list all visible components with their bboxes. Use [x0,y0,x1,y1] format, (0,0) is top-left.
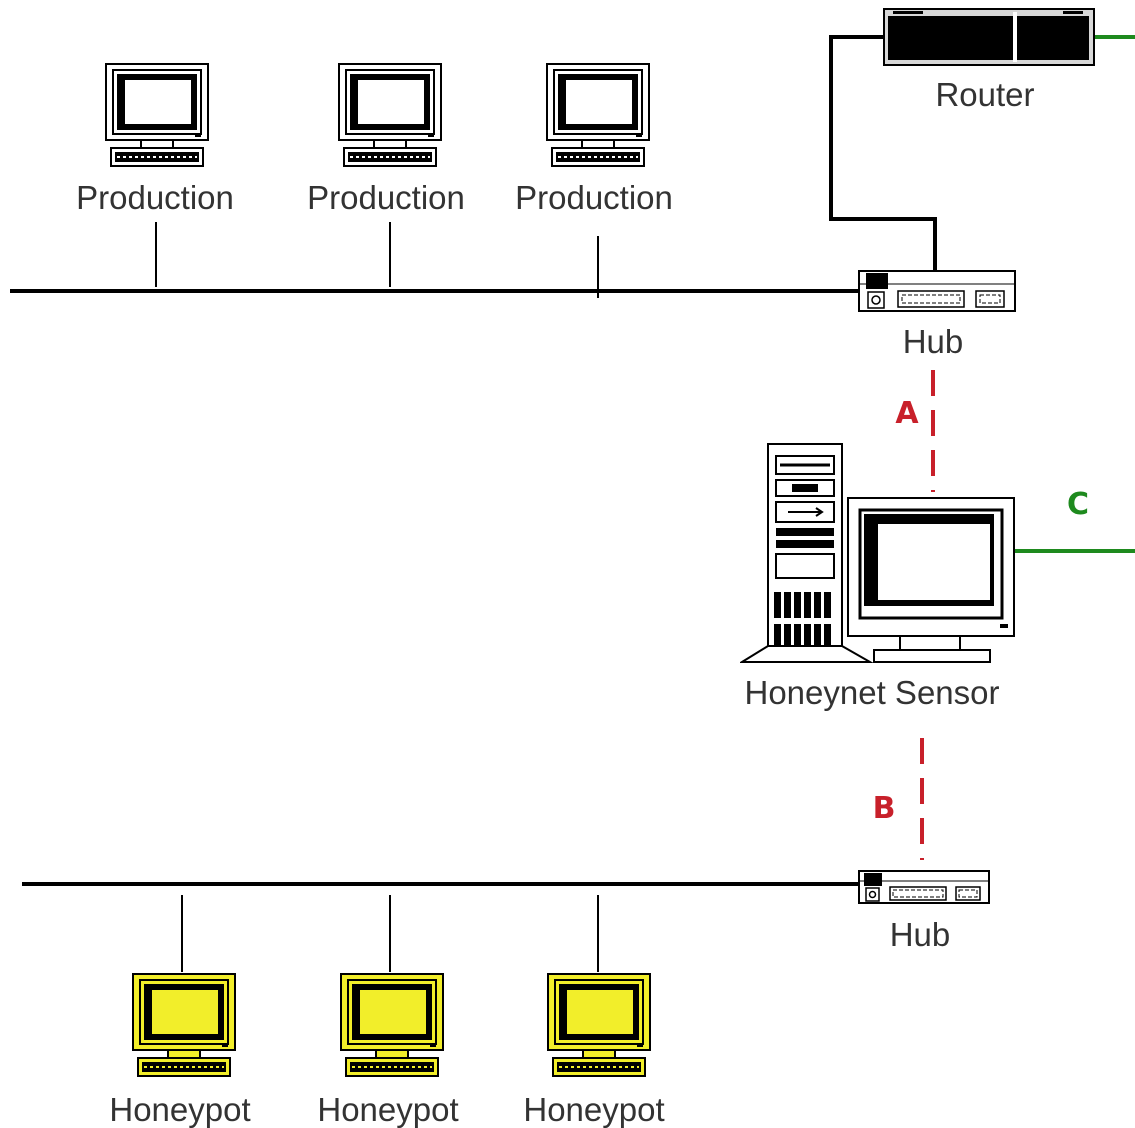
link-c-label: C [1066,487,1090,522]
honeypot-host-1 [130,972,238,1085]
production-label-3: Production [515,179,673,216]
top-hub-icon [858,270,1016,312]
production-label-1: Production [76,179,234,216]
top-hub-label: Hub [902,323,964,360]
monitor-icon [132,973,236,1077]
honeypot-host-3 [545,972,653,1085]
production-host-3 [544,62,652,175]
monitor-icon [105,63,209,167]
production-host-1 [103,62,211,175]
honeypot-label-3: Honeypot [523,1091,665,1128]
monitor-icon [340,973,444,1077]
bottom-hub-label: Hub [889,916,951,953]
monitor-icon [546,63,650,167]
sensor-label: Honeynet Sensor [744,674,1000,711]
link-a-label: A [895,396,919,431]
workstation-icon [740,443,1015,663]
router-label: Router [935,76,1035,113]
production-label-2: Production [307,179,465,216]
honeypot-label-1: Honeypot [109,1091,251,1128]
router-icon [883,8,1095,66]
link-b-label: B [872,791,896,826]
honeypot-host-2 [338,972,446,1085]
production-host-2 [336,62,444,175]
hub-router-line [829,35,937,270]
honeypot-label-2: Honeypot [317,1091,459,1128]
monitor-icon [547,973,651,1077]
monitor-icon [338,63,442,167]
bottom-hub-icon [858,870,990,904]
